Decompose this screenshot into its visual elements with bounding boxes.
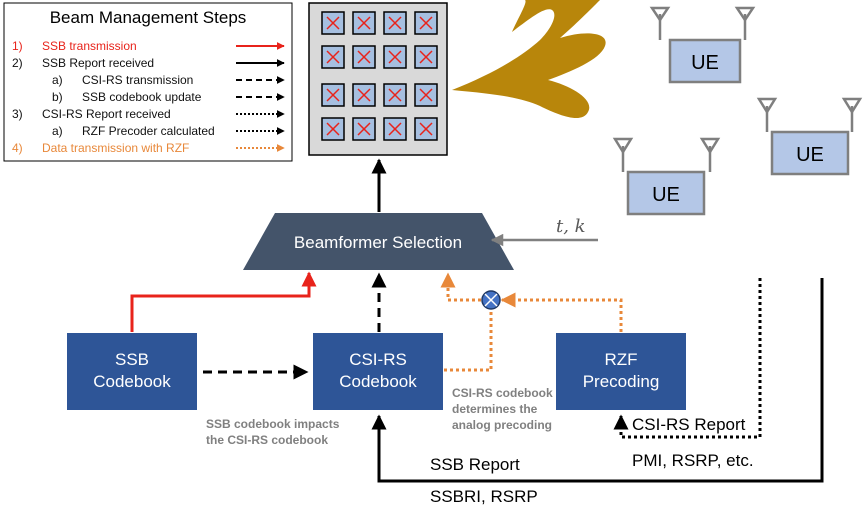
arrow-data-transmission-rzf <box>440 272 481 302</box>
rzf-precoding-block <box>556 333 686 410</box>
antenna-element-icon <box>352 117 376 141</box>
ue-label: UE <box>691 52 719 74</box>
rzf-precoding-label-line2: Precoding <box>583 372 660 391</box>
csirs-report-label: CSI-RS Report <box>632 415 746 434</box>
beam-lobe-shape <box>452 0 606 119</box>
ue-label: UE <box>652 184 680 206</box>
legend-item-7-text: Data transmission with RZF <box>42 141 189 155</box>
antenna-array <box>308 2 448 156</box>
annotation-csirs-determines-line2: determines the <box>452 402 538 416</box>
antenna-element-icon <box>352 11 376 35</box>
antenna-element-icon <box>321 117 345 141</box>
ssb-codebook-label-line1: SSB <box>115 350 149 369</box>
antenna-element-icon <box>383 45 407 69</box>
ue-lower-middle: UE <box>612 137 721 216</box>
antenna-element-icon <box>414 11 438 35</box>
arrow-rzf-to-multiplier <box>500 292 623 332</box>
ssbri-rsrp-label: SSBRI, RSRP <box>430 487 538 506</box>
antenna-element-icon <box>352 45 376 69</box>
arrow-csirs-report <box>613 278 762 439</box>
arrow-ssb-report <box>371 278 824 483</box>
legend-item-4-num: b) <box>52 90 63 104</box>
antenna-element-icon <box>383 117 407 141</box>
csirs-codebook-label-line2: Codebook <box>339 372 417 391</box>
ue-top-right: UE <box>649 6 756 84</box>
annotation-ssb-impacts-line2: the CSI-RS codebook <box>206 433 328 447</box>
tk-label: t, k <box>556 216 586 237</box>
legend-item-2-text: SSB Report received <box>42 56 154 70</box>
beamformer-selection-label: Beamformer Selection <box>294 233 462 252</box>
antenna-icon <box>841 97 863 115</box>
legend-item-7-num: 4) <box>12 141 23 155</box>
antenna-array-cells <box>321 11 438 141</box>
legend-frame <box>3 2 293 162</box>
legend-item-3-num: a) <box>52 73 63 87</box>
antenna-icon <box>734 6 756 23</box>
csirs-codebook-block <box>313 333 443 410</box>
legend-item-6-text: RZF Precoder calculated <box>82 124 215 138</box>
antenna-icon <box>756 97 778 115</box>
antenna-element-icon <box>321 11 345 35</box>
ue-mid-right: UE <box>756 97 863 176</box>
antenna-element-icon <box>352 83 376 107</box>
ssb-codebook-block <box>67 333 197 410</box>
antenna-element-icon <box>414 117 438 141</box>
legend-item-1-num: 1) <box>12 39 23 53</box>
legend-item-5-text: CSI-RS Report received <box>42 107 171 121</box>
arrow-ssb-transmission <box>130 271 317 332</box>
legend-item-5-num: 3) <box>12 107 23 121</box>
rzf-precoding-label-line1: RZF <box>604 350 637 369</box>
annotation-ssb-impacts-line1: SSB codebook impacts <box>206 417 340 431</box>
antenna-element-icon <box>321 83 345 107</box>
ue-label: UE <box>796 144 824 166</box>
beamformer-selection-block <box>243 213 514 270</box>
pmi-rsrp-label: PMI, RSRP, etc. <box>632 451 754 470</box>
annotation-csirs-determines-line3: analog precoding <box>452 418 552 432</box>
antenna-icon <box>649 6 671 23</box>
legend-item-1-text: SSB transmission <box>42 39 137 53</box>
legend-item-3-text: CSI-RS transmission <box>82 73 193 87</box>
arrow-analog-precoding <box>444 310 493 372</box>
ssb-codebook-label-line2: Codebook <box>93 372 171 391</box>
ue-box <box>770 130 850 176</box>
legend-item-6-num: a) <box>52 124 63 138</box>
legend: Beam Management Steps 1) SSB transmissio… <box>3 2 293 162</box>
antenna-element-icon <box>414 83 438 107</box>
legend-title: Beam Management Steps <box>50 8 247 27</box>
ssb-report-label: SSB Report <box>430 455 520 474</box>
antenna-icon <box>699 137 721 155</box>
csirs-codebook-label-line1: CSI-RS <box>349 350 407 369</box>
annotation-csirs-determines-line1: CSI-RS codebook <box>452 386 553 400</box>
multiplier-icon <box>481 290 501 310</box>
ue-box <box>668 38 742 84</box>
antenna-icon <box>612 137 634 155</box>
ue-box <box>626 170 706 216</box>
antenna-element-icon <box>383 11 407 35</box>
antenna-element-icon <box>321 45 345 69</box>
antenna-element-icon <box>383 83 407 107</box>
legend-item-2-num: 2) <box>12 56 23 70</box>
legend-item-4-text: SSB codebook update <box>82 90 202 104</box>
antenna-element-icon <box>414 45 438 69</box>
